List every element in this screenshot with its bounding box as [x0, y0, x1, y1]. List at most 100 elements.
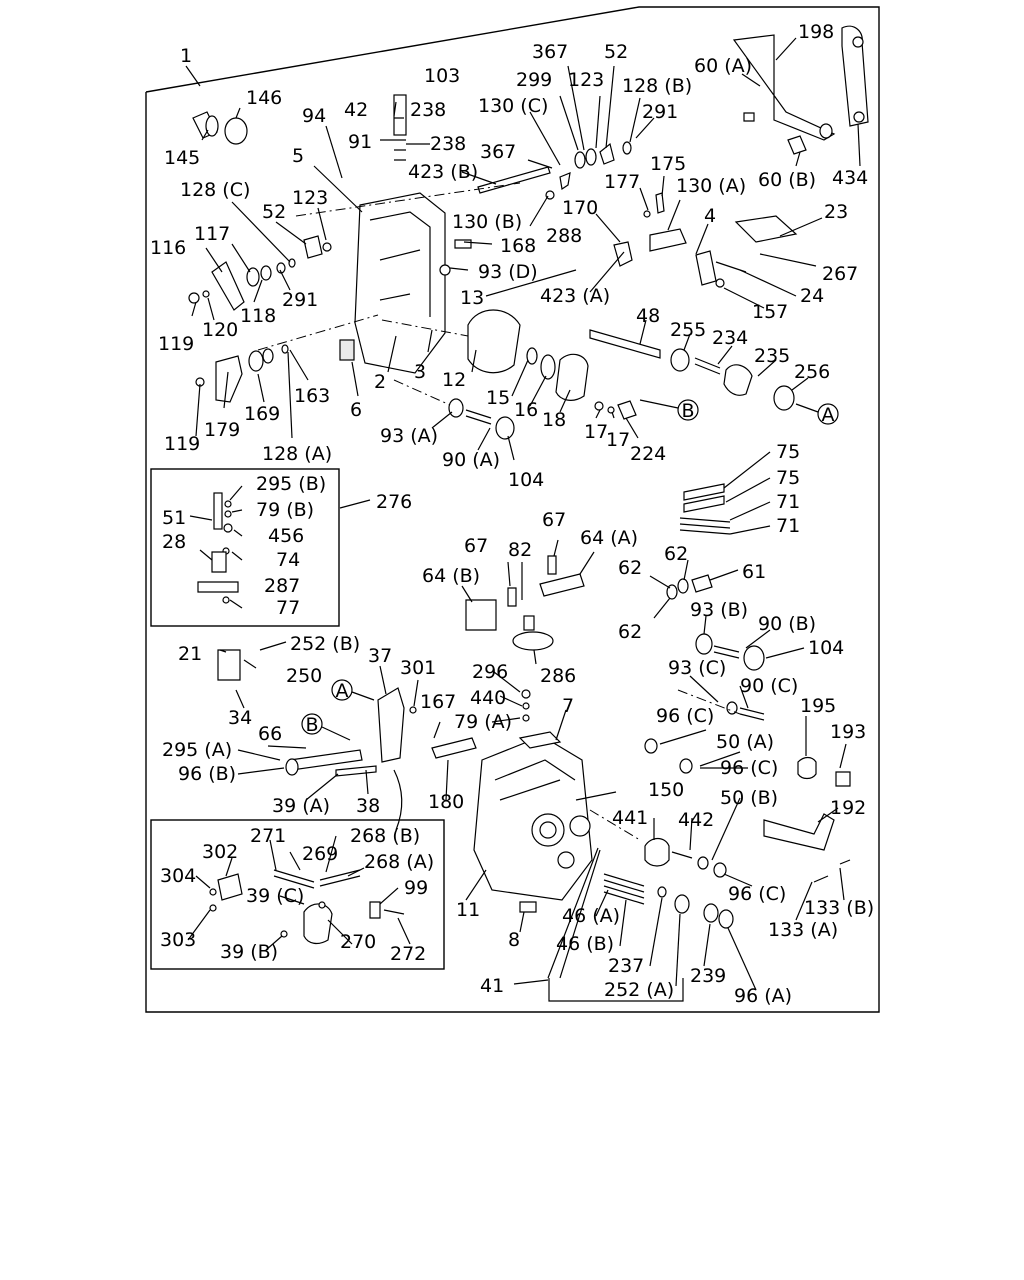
svg-text:A: A [822, 404, 835, 426]
callout-286: 286 [540, 665, 576, 687]
callout-175: 175 [650, 153, 686, 175]
callout-287: 287 [264, 575, 300, 597]
callout-39A: 39 (A) [272, 795, 330, 817]
callout-252A: 252 (A) [604, 979, 674, 1001]
ref-circle-B-left: B [301, 713, 351, 741]
callout-367b: 367 [480, 141, 516, 163]
callout-93A: 93 (A) [380, 425, 438, 447]
callout-15: 15 [486, 387, 510, 409]
callout-146: 146 [246, 87, 282, 109]
callout-128A: 128 (A) [262, 443, 332, 465]
callout-18: 18 [542, 409, 566, 431]
callout-67b: 67 [542, 509, 566, 531]
callout-180: 180 [428, 791, 464, 813]
callout-301: 301 [400, 657, 436, 679]
callout-82: 82 [508, 539, 532, 561]
callout-41: 41 [480, 975, 504, 997]
callout-8: 8 [508, 929, 520, 951]
callout-64B: 64 (B) [422, 565, 480, 587]
callout-90C: 90 (C) [740, 675, 798, 697]
callout-39B: 39 (B) [220, 941, 278, 963]
axis-line-1 [295, 182, 521, 217]
svg-text:B: B [681, 400, 694, 422]
callout-96B: 96 (B) [178, 763, 236, 785]
callout-48: 48 [636, 305, 660, 327]
callout-13: 13 [460, 287, 484, 309]
callout-271: 271 [250, 825, 286, 847]
callout-17a: 17 [584, 421, 608, 443]
part-group-64-82 [465, 555, 585, 651]
callout-150: 150 [648, 779, 684, 801]
leader-lines [185, 37, 861, 991]
callout-291a: 291 [282, 289, 318, 311]
svg-text:A: A [336, 680, 349, 702]
spring-group-71-75 [679, 483, 731, 535]
callout-167: 167 [420, 691, 456, 713]
callout-267: 267 [822, 263, 858, 285]
callout-224: 224 [630, 443, 666, 465]
callout-423A: 423 (A) [540, 285, 610, 307]
callout-2: 2 [374, 371, 386, 393]
callout-270: 270 [340, 931, 376, 953]
subassembly-box-276 [150, 468, 340, 627]
callout-255: 255 [670, 319, 706, 341]
diagram-frame [145, 6, 880, 1013]
callout-145: 145 [164, 147, 200, 169]
callout-21: 21 [178, 643, 202, 665]
axis-line-2 [257, 314, 379, 351]
callout-239: 239 [690, 965, 726, 987]
part-group-268-304 [209, 869, 405, 945]
pump-main-body [431, 689, 593, 901]
callout-75a: 75 [776, 441, 800, 463]
callout-91: 91 [348, 131, 372, 153]
callout-302: 302 [202, 841, 238, 863]
callout-46B: 46 (B) [556, 933, 614, 955]
callout-123a: 123 [292, 187, 328, 209]
callout-303: 303 [160, 929, 196, 951]
svg-text:B: B [305, 714, 318, 736]
callout-17b: 17 [606, 429, 630, 451]
callout-99: 99 [404, 877, 428, 899]
callout-179: 179 [204, 419, 240, 441]
callout-6: 6 [350, 399, 362, 421]
callout-434: 434 [832, 167, 868, 189]
part-group-276-contents [197, 492, 239, 604]
callout-440: 440 [470, 687, 506, 709]
callout-28: 28 [162, 531, 186, 553]
callout-119b: 119 [164, 433, 200, 455]
shaft-group-48-256 [589, 329, 795, 411]
axis-line-6 [677, 689, 741, 715]
callout-12: 12 [442, 369, 466, 391]
callout-295A: 295 (A) [162, 739, 232, 761]
callout-442: 442 [678, 809, 714, 831]
callout-128C: 128 (C) [180, 179, 250, 201]
callout-193: 193 [830, 721, 866, 743]
callout-163: 163 [294, 385, 330, 407]
bracket-192-195 [763, 756, 851, 883]
callout-79B: 79 (B) [256, 499, 314, 521]
callout-272: 272 [390, 943, 426, 965]
callout-79A: 79 (A) [454, 711, 512, 733]
callout-116: 116 [150, 237, 186, 259]
callout-77: 77 [276, 597, 300, 619]
callout-291b: 291 [642, 101, 678, 123]
callout-62c: 62 [618, 621, 642, 643]
callout-52a: 52 [262, 201, 286, 223]
callout-130C: 130 (C) [478, 95, 548, 117]
callout-117: 117 [194, 223, 230, 245]
callout-24: 24 [800, 285, 824, 307]
callout-268A: 268 (A) [364, 851, 434, 873]
callout-177: 177 [604, 171, 640, 193]
ref-circle-A-left: A [331, 679, 375, 702]
callout-268B: 268 (B) [350, 825, 420, 847]
callout-252B: 252 (B) [290, 633, 360, 655]
callout-130A: 130 (A) [676, 175, 746, 197]
callout-62b: 62 [664, 543, 688, 565]
part-group-130-367 [439, 141, 632, 276]
callout-299: 299 [516, 69, 552, 91]
callout-118: 118 [240, 305, 276, 327]
callout-192: 192 [830, 797, 866, 819]
callout-1: 1 [180, 45, 192, 67]
callout-96C1: 96 (C) [656, 705, 714, 727]
callout-7: 7 [562, 695, 574, 717]
